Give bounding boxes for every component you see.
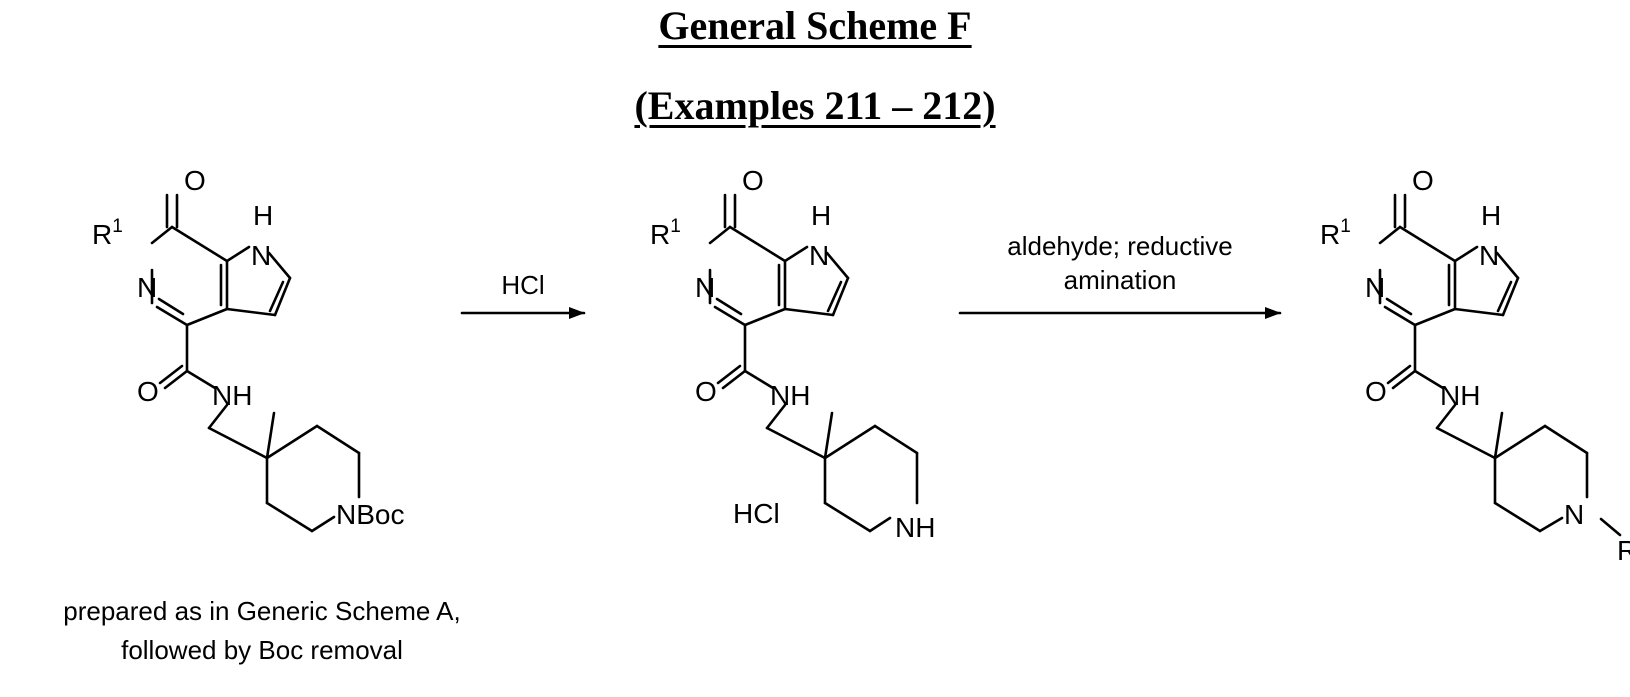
arrow2-condition-line2: amination xyxy=(1064,265,1177,295)
ring-n-label: N xyxy=(1365,272,1385,303)
pyrrole-n-label: N xyxy=(1479,240,1499,271)
r1-label: R1 xyxy=(650,216,681,250)
structure-product: O H N N R1 O NH N R xyxy=(1320,165,1630,566)
piperidine-n-label: N xyxy=(1564,499,1584,530)
pyrrole-n-label: N xyxy=(809,240,829,271)
pyrrole-n-label: N xyxy=(251,240,271,271)
arrow1-reagent: HCl xyxy=(501,270,544,300)
amide-oxygen-label: O xyxy=(137,376,159,407)
amide-nh-label: NH xyxy=(212,380,252,411)
amide-oxygen-label: O xyxy=(695,376,717,407)
amide-oxygen-label: O xyxy=(1365,376,1387,407)
pyrrole-h-label: H xyxy=(811,200,831,231)
amide-nh-label: NH xyxy=(1440,380,1480,411)
r-substituent-label: R xyxy=(1617,535,1630,566)
carbonyl-oxygen-label: O xyxy=(1412,165,1434,196)
pyrrole-h-label: H xyxy=(1481,200,1501,231)
pyrrole-h-label: H xyxy=(253,200,273,231)
carbonyl-oxygen-label: O xyxy=(742,165,764,196)
piperidine-nh-label: NH xyxy=(895,512,935,543)
starting-material-note-line1: prepared as in Generic Scheme A, xyxy=(63,596,460,626)
r1-label: R1 xyxy=(92,216,123,250)
amide-nh-label: NH xyxy=(770,380,810,411)
r1-label: R1 xyxy=(1320,216,1351,250)
ring-n-label: N xyxy=(137,272,157,303)
nboc-label: NBoc xyxy=(336,499,404,530)
ring-n-label: N xyxy=(695,272,715,303)
arrow2-condition-line1: aldehyde; reductive xyxy=(1007,231,1232,261)
starting-material-note-line2: followed by Boc removal xyxy=(121,635,403,665)
structure-hcl-salt: O H N N R1 O NH NH HCl xyxy=(650,165,935,543)
carbonyl-oxygen-label: O xyxy=(184,165,206,196)
hcl-salt-label: HCl xyxy=(733,498,780,529)
structure-boc-protected: O H N N R1 O NH NBoc xyxy=(92,165,404,531)
